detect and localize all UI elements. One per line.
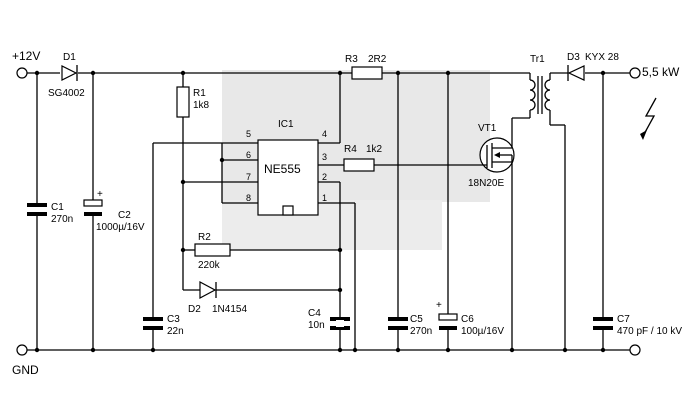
c4-value: 10n — [308, 320, 325, 331]
d1-ref: D1 — [63, 52, 76, 63]
pin-1-label: 1 — [322, 193, 327, 203]
junction — [509, 347, 515, 353]
r3-ref: R3 — [345, 54, 358, 65]
pin-7-label: 7 — [246, 172, 251, 182]
transformer-tr1 — [512, 73, 566, 350]
d2-ref: D2 — [188, 304, 201, 315]
junction — [219, 157, 225, 163]
junction — [395, 70, 401, 76]
capacitor-c4 — [330, 317, 350, 330]
junction — [180, 247, 186, 253]
capacitor-c3 — [143, 143, 163, 350]
diode-d3 — [567, 65, 585, 81]
c7-value: 470 pF / 10 kV — [617, 326, 682, 337]
junction — [90, 70, 96, 76]
capacitor-c7 — [593, 73, 613, 350]
junction — [337, 247, 343, 253]
c2-value: 1000µ/16V — [96, 222, 145, 233]
junction — [395, 347, 401, 353]
d3-value: KYX 28 — [585, 52, 619, 63]
junction — [337, 347, 343, 353]
capacitor-c1 — [27, 73, 47, 350]
tr1-ref: Tr1 — [530, 54, 545, 65]
c4-gap-mask — [336, 320, 344, 327]
pin-4-label: 4 — [322, 129, 327, 139]
junction — [600, 347, 606, 353]
c6-polarity: + — [436, 300, 442, 311]
pin-6-label: 6 — [246, 150, 251, 160]
shaded-region — [222, 200, 442, 250]
ic1-ne555 — [257, 139, 319, 216]
r1-value: 1k8 — [193, 100, 210, 111]
r2-value: 220k — [198, 260, 221, 271]
r4-ref: R4 — [344, 144, 357, 155]
c4-ref: C4 — [308, 308, 321, 319]
ic1-left-pins — [153, 142, 258, 204]
d2-value: 1N4154 — [212, 304, 247, 315]
junction — [600, 70, 606, 76]
junction — [352, 347, 358, 353]
c5-ref: C5 — [410, 314, 423, 325]
r3-value: 2R2 — [368, 54, 387, 65]
pin-8-label: 8 — [246, 193, 251, 203]
c7-ref: C7 — [617, 314, 630, 325]
junction — [150, 347, 156, 353]
ic1-ref: IC1 — [278, 119, 294, 130]
diode-d2 — [183, 281, 340, 299]
mosfet-vt1 — [470, 118, 515, 350]
c3-value: 22n — [167, 326, 184, 337]
junction — [90, 347, 96, 353]
c6-value: 100µ/16V — [461, 326, 504, 337]
vcc-terminal[interactable] — [16, 67, 28, 79]
c5-value: 270n — [410, 326, 432, 337]
c1-ref: C1 — [51, 202, 64, 213]
pin-5-label: 5 — [246, 129, 251, 139]
ic1-part: NE555 — [264, 162, 301, 176]
c3-ref: C3 — [167, 314, 180, 325]
junction — [180, 179, 186, 185]
resistor-r3 — [351, 66, 383, 80]
pin-2-label: 2 — [322, 172, 327, 182]
r1-ref: R1 — [193, 88, 206, 99]
capacitor-c6 — [438, 73, 458, 350]
hv-output-terminal-top[interactable] — [629, 67, 641, 79]
vt1-value: 18N20E — [468, 178, 504, 189]
vt1-ref: VT1 — [478, 123, 497, 134]
junction — [445, 70, 451, 76]
high-voltage-icon — [640, 97, 657, 140]
r2-ref: R2 — [198, 232, 211, 243]
c6-ref: C6 — [461, 314, 474, 325]
capacitor-c5 — [388, 73, 408, 350]
resistor-r1 — [176, 73, 190, 290]
capacitor-c2 — [83, 73, 103, 350]
gnd-terminal[interactable] — [16, 344, 28, 356]
d1-value: SG4002 — [48, 88, 85, 99]
diode-d1 — [61, 65, 78, 81]
junction — [337, 70, 343, 76]
junction — [337, 287, 343, 293]
resistor-r4 — [343, 158, 470, 172]
hv-output-terminal-bottom[interactable] — [629, 344, 641, 356]
d3-ref: D3 — [567, 52, 580, 63]
r4-value: 1k2 — [366, 144, 383, 155]
ic1-right-pins — [318, 73, 356, 350]
c2-polarity: + — [97, 189, 103, 200]
junction — [180, 70, 186, 76]
pin-3-label: 3 — [322, 152, 327, 162]
vcc-label: +12V — [12, 49, 40, 63]
c1-value: 270n — [51, 214, 73, 225]
junction — [34, 347, 40, 353]
gnd-label: GND — [12, 363, 39, 377]
c2-ref: C2 — [118, 210, 131, 221]
junction — [34, 70, 40, 76]
junction — [445, 347, 451, 353]
output-power-label: 5,5 kW — [642, 65, 680, 79]
resistor-r2 — [183, 243, 340, 257]
junction — [562, 347, 568, 353]
